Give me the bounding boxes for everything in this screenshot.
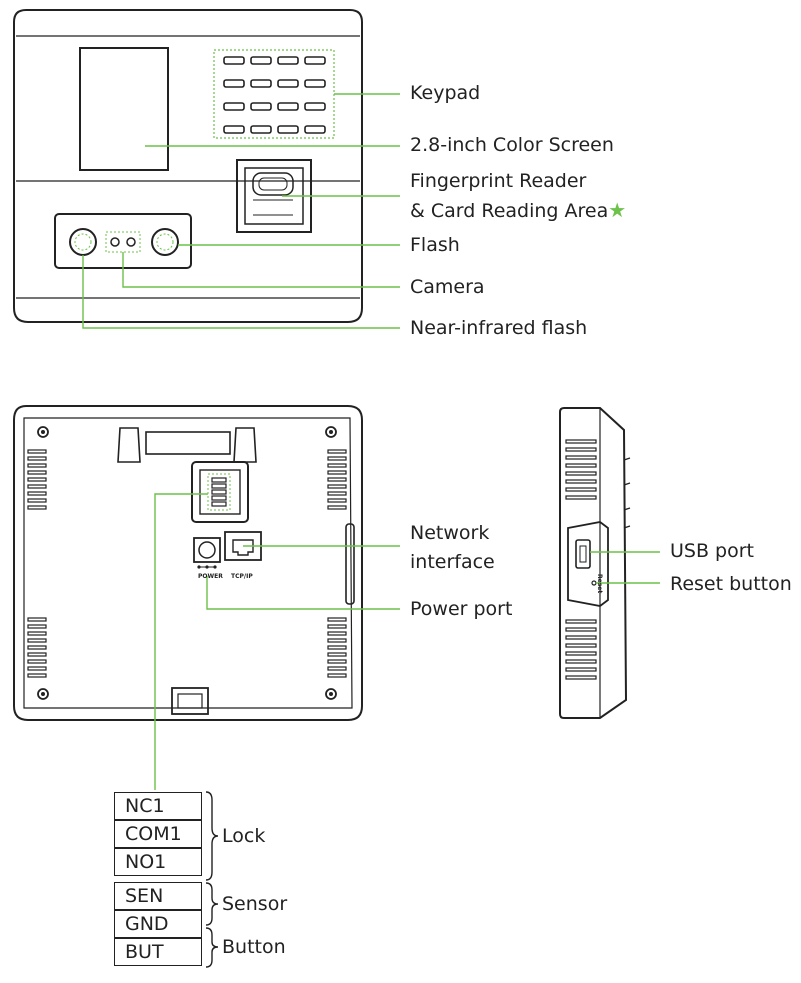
label-flash: Flash — [410, 234, 460, 256]
label-power-port: Power port — [410, 598, 513, 620]
label-network-1: Network — [410, 522, 490, 544]
wiring-connector — [191, 461, 249, 523]
terminal-nc1: NC1 — [114, 792, 202, 820]
screw-icon — [37, 426, 49, 438]
terminal-no1: NO1 — [114, 848, 202, 876]
terminal-but: BUT — [114, 938, 202, 966]
usb-panel — [567, 521, 609, 607]
label-fingerprint-2: & Card Reading Area★ — [410, 200, 626, 221]
label-keypad: Keypad — [410, 82, 481, 104]
side-body-outline — [559, 407, 628, 719]
brace-sensor — [205, 882, 219, 926]
label-screen: 2.8-inch Color Screen — [410, 134, 614, 156]
terminal-gnd: GND — [114, 910, 202, 938]
side-view — [559, 407, 631, 719]
fingerprint-reader — [236, 159, 312, 233]
brace-button — [205, 927, 219, 968]
brace-lock — [205, 791, 219, 881]
reset-mark: Reset — [596, 574, 603, 593]
label-usb-port: USB port — [670, 540, 754, 562]
label-fingerprint-text: & Card Reading Area — [410, 200, 609, 222]
label-fingerprint-1: Fingerprint Reader — [410, 170, 587, 192]
terminal-com1: COM1 — [114, 820, 202, 848]
keypad-keys — [223, 56, 326, 134]
tcp-mark: TCP/IP — [231, 573, 253, 580]
star-icon: ★ — [608, 198, 627, 222]
label-reset-button: Reset button — [670, 573, 792, 595]
power-port — [193, 537, 221, 563]
front-view — [13, 9, 363, 323]
callout-camera — [122, 252, 400, 288]
back-view — [13, 405, 363, 721]
side-vent — [565, 439, 597, 680]
label-button: Button — [222, 936, 286, 958]
vent-grille — [27, 449, 347, 678]
label-network-2: interface — [410, 551, 495, 573]
usb-port — [575, 539, 591, 569]
label-camera: Camera — [410, 276, 485, 298]
power-mark: POWER — [198, 573, 223, 580]
reset-hole — [591, 580, 597, 586]
color-screen — [79, 47, 169, 171]
label-sensor: Sensor — [222, 893, 288, 915]
callout-nir-flash — [82, 255, 400, 329]
callout-power — [206, 576, 400, 610]
label-nir-flash: Near-infrared flash — [410, 317, 588, 339]
callout-connector — [154, 493, 208, 790]
back-body-outline — [13, 405, 363, 721]
label-lock: Lock — [222, 825, 266, 847]
terminal-sen: SEN — [114, 882, 202, 910]
front-body-outline — [13, 9, 363, 323]
